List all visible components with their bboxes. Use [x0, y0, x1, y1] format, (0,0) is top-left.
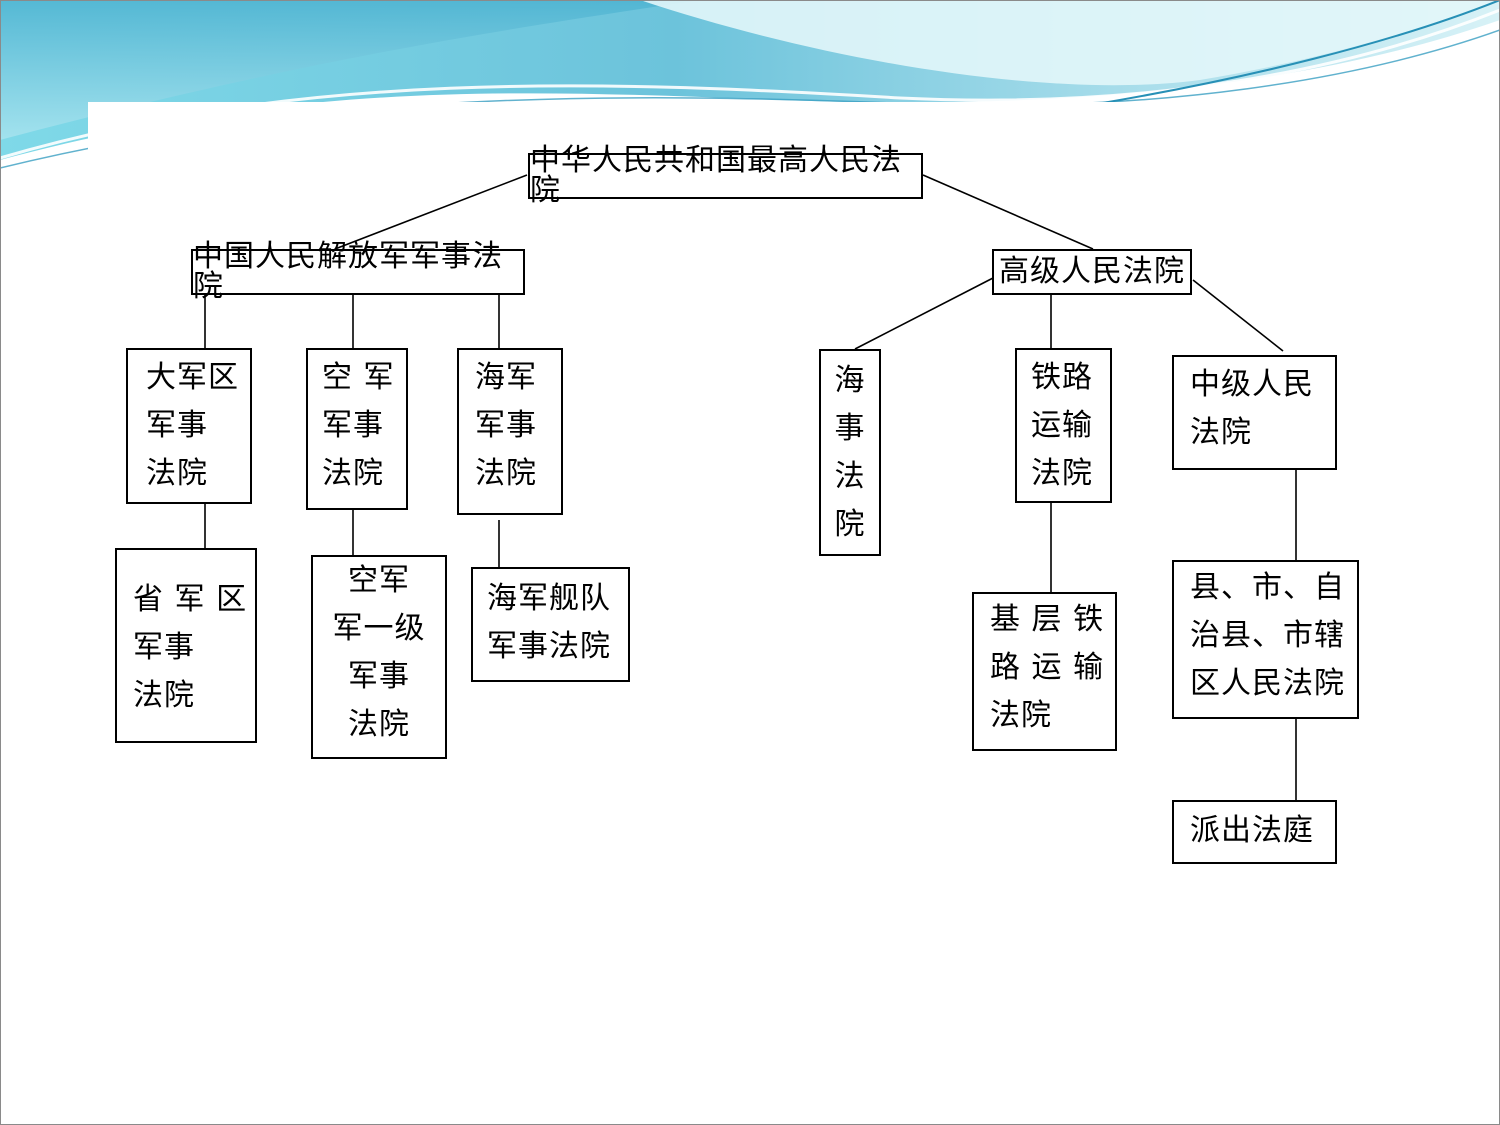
node-intermediate-court: 中级人民 法院 — [1172, 355, 1337, 470]
node-airforce-court: 空 军 军事 法院 — [306, 348, 408, 510]
node-navy-court: 海军 军事 法院 — [457, 348, 563, 515]
node-railway-court: 铁路 运输 法院 — [1015, 348, 1112, 503]
node-grassroots-railway-court: 基 层 铁 路 运 输 法院 — [972, 592, 1117, 751]
node-supreme-court: 中华人民共和国最高人民法院 — [528, 146, 923, 206]
node-pla-military-court: 中国人民解放军军事法院 — [191, 242, 525, 302]
node-army-court: 大军区 军事 法院 — [126, 348, 252, 504]
node-fleet-military-court: 海军舰队 军事法院 — [471, 567, 630, 682]
node-maritime-court: 海 事 法 院 — [819, 349, 881, 556]
edge-high-intermediate — [1192, 279, 1284, 352]
node-dispatched-tribunal: 派出法庭 — [1172, 800, 1337, 864]
node-airforce-corps-court: 空军 军一级 军事 法院 — [311, 555, 447, 759]
node-provincial-military-court: 省 军 区 军事 法院 — [115, 548, 257, 743]
node-high-court: 高级人民法院 — [992, 249, 1192, 295]
decorative-banner — [0, 0, 1500, 169]
edge-high-maritime — [854, 277, 994, 350]
node-county-court: 县、市、自 治县、市辖 区人民法院 — [1172, 560, 1359, 719]
edge-root-military — [334, 174, 528, 250]
edge-root-high — [922, 174, 1094, 250]
